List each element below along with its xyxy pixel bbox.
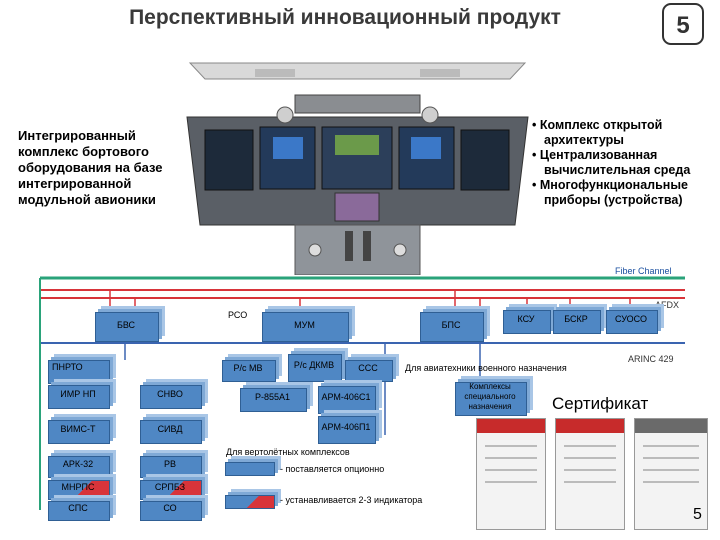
legend-optional-swatch (225, 462, 275, 476)
suoso-label: СУОСО (615, 314, 647, 324)
r855a1-label: Р-855А1 (254, 392, 291, 402)
imr-np-label: ИМР НП (60, 389, 96, 399)
vims-t-label: ВИМС-Т (60, 424, 96, 434)
special-purpose-block (455, 382, 527, 416)
mum-label: МУМ (294, 320, 315, 330)
arm406s1-block (318, 386, 376, 414)
bps-block (420, 312, 484, 342)
bvs-label: БВС (116, 320, 136, 330)
special-purpose-label: Комплексы специального назначения (464, 382, 516, 411)
bps-label: БПС (441, 320, 461, 330)
certificate-image-1 (476, 418, 546, 530)
pnrto-label: ПНРТО (52, 362, 83, 372)
ksu-label: КСУ (517, 314, 535, 324)
mum-block (262, 312, 349, 342)
legend-indicators-text: - устанавливается 2-3 индикатора (280, 495, 423, 505)
ark32-block (48, 456, 110, 478)
mnrps-label: МНРПС (61, 482, 95, 492)
certificate-image-2 (555, 418, 625, 530)
ksu-block (503, 310, 551, 334)
legend-optional-text: - поставляется опционно (280, 464, 385, 474)
snvo-label: СНВО (157, 389, 183, 399)
slide-number-badge: 5 (662, 3, 704, 45)
r855a1-block (240, 388, 307, 412)
cockpit-illustration (186, 62, 529, 275)
snvo-block (140, 385, 202, 409)
bskr-label: БСКР (564, 314, 588, 324)
srpbz-label: СРПБЗ (154, 482, 186, 492)
sivd-block (140, 420, 202, 444)
rs-dkmv-label: Р/с ДКМВ (293, 360, 335, 370)
rv-block (140, 456, 202, 478)
afdx-label: AFDX (655, 300, 680, 310)
feature-item: Многофункциональные приборы (устройства) (532, 178, 720, 208)
rv-label: РВ (163, 459, 176, 469)
rs-mv-label: Р/с МВ (233, 363, 263, 373)
so-label: СО (163, 503, 177, 513)
product-description: Интегрированный комплекс бортового обору… (18, 128, 163, 207)
page-title: Перспективный инновационный продукт (129, 6, 561, 29)
certificate-image-3 (634, 418, 708, 530)
arinc-label: ARINC 429 (628, 354, 674, 364)
arm406p1-block (318, 416, 376, 444)
sivd-label: СИВД (157, 424, 183, 434)
rs-dkmv-block (288, 354, 342, 382)
ark32-label: АРК-32 (62, 459, 94, 469)
srpbz-block (140, 480, 202, 500)
sps-label: СПС (68, 503, 88, 513)
so-block (140, 501, 202, 521)
helicopter-caption: Для вертолётных комплексов (226, 447, 350, 457)
bvs-block (95, 312, 159, 342)
sps-block (48, 501, 110, 521)
feature-item: Комплекс открытой архитектуры (532, 118, 720, 148)
suoso-block (606, 310, 658, 334)
imr-np-block (48, 385, 110, 409)
bskr-block (553, 310, 601, 334)
rs-mv-block (222, 360, 276, 382)
vims-t-block (48, 420, 110, 444)
feature-item: Централизованная вычислительная среда (532, 148, 720, 178)
pnrto-block (48, 360, 110, 384)
sss-block (345, 360, 393, 382)
arm406p1-label: АРМ-406П1 (321, 422, 371, 432)
mnrps-block (48, 480, 110, 500)
feature-list: Комплекс открытой архитектуры Централизо… (532, 118, 720, 208)
legend-indicators-swatch (225, 495, 275, 509)
certificate-caption: Сертификат (552, 394, 649, 413)
page-corner-number: 5 (693, 506, 702, 523)
pso-label: РСО (228, 310, 248, 320)
sss-label: ССС (358, 363, 378, 373)
arm406s1-label: АРМ-406С1 (321, 392, 371, 402)
fiber-channel-label: Fiber Channel (615, 266, 672, 276)
military-caption: Для авиатехники военного назначения (405, 363, 567, 373)
